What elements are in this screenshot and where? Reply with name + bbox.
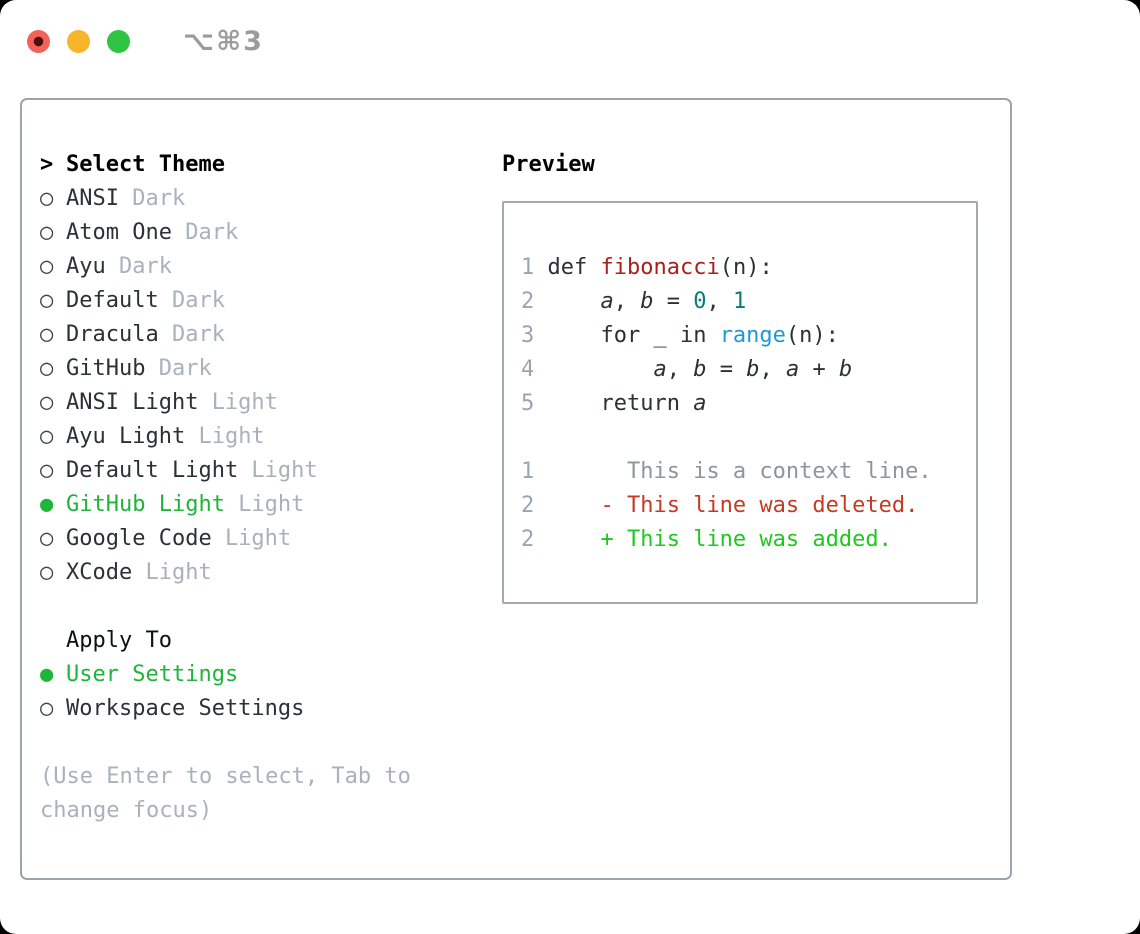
preview-code: 1 def fibonacci(n): 2 a, b = 0, 1 3 for _ … xyxy=(504,203,976,557)
theme-option-ayu[interactable]: ○ Ayu Dark xyxy=(40,250,472,284)
spacer xyxy=(40,726,472,760)
select-theme-header: > Select Theme xyxy=(40,148,472,182)
radio-selected-icon: ● xyxy=(40,492,54,517)
variant-tag: Dark xyxy=(158,356,212,381)
theme-option-default[interactable]: ○ Default Dark xyxy=(40,284,472,318)
radio-icon: ○ xyxy=(40,356,54,381)
theme-option-label: Ayu Light xyxy=(66,424,186,449)
apply-to-header: Apply To xyxy=(40,624,472,658)
theme-option-label: Default xyxy=(66,288,159,313)
variant-tag: Light xyxy=(224,526,292,551)
theme-option-atom-one[interactable]: ○ Atom One Dark xyxy=(40,216,472,250)
window-title: ⌥⌘3 xyxy=(183,26,264,57)
theme-option-label: Dracula xyxy=(66,322,159,347)
radio-icon: ○ xyxy=(40,322,54,347)
select-theme-label: Select Theme xyxy=(66,152,225,177)
preview-header: Preview xyxy=(502,152,595,177)
apply-to-label: Apply To xyxy=(66,628,172,653)
code-line: 2 a, b = 0, 1 xyxy=(521,289,747,314)
radio-selected-icon: ● xyxy=(40,662,54,687)
theme-option-ansi[interactable]: ○ ANSI Dark xyxy=(40,182,472,216)
variant-tag: Dark xyxy=(132,186,186,211)
spacer xyxy=(40,590,472,624)
variant-tag: Light xyxy=(145,560,212,585)
radio-icon: ○ xyxy=(40,526,54,551)
theme-option-label: GitHub Light xyxy=(66,492,225,517)
radio-icon: ○ xyxy=(40,220,54,245)
theme-option-ansi-light[interactable]: ○ ANSI Light Light xyxy=(40,386,472,420)
hint-text: (Use Enter to select, Tab to change focu… xyxy=(40,764,411,823)
variant-tag: Light xyxy=(198,424,265,449)
code-line: 2 + This line was added. xyxy=(521,527,892,552)
theme-option-dracula[interactable]: ○ Dracula Dark xyxy=(40,318,472,352)
window-titlebar: ⌥⌘3 xyxy=(27,26,264,57)
radio-icon: ○ xyxy=(40,424,54,449)
theme-option-github[interactable]: ○ GitHub Dark xyxy=(40,352,472,386)
variant-tag: Light xyxy=(211,390,278,415)
radio-icon: ○ xyxy=(40,186,54,211)
zoom-button[interactable] xyxy=(107,30,130,53)
variant-tag: Dark xyxy=(118,254,172,279)
theme-option-label: Default Light xyxy=(66,458,239,483)
close-button[interactable] xyxy=(27,30,50,53)
variant-tag: Dark xyxy=(185,220,239,245)
apply-option-label: User Settings xyxy=(66,662,239,687)
apply-option-workspace-settings[interactable]: ○ Workspace Settings xyxy=(40,692,472,726)
theme-option-google-code[interactable]: ○ Google Code Light xyxy=(40,522,472,556)
theme-option-label: Google Code xyxy=(66,526,212,551)
code-line: 1 This is a context line. xyxy=(521,459,932,484)
code-line: 3 for _ in range(n): xyxy=(521,323,839,348)
code-line: 4 a, b = b, a + b xyxy=(521,357,853,382)
theme-option-label: ANSI Light xyxy=(66,390,199,415)
radio-icon: ○ xyxy=(40,696,54,721)
variant-tag: Light xyxy=(238,492,305,517)
code-line: 2 - This line was deleted. xyxy=(521,493,919,518)
theme-option-label: XCode xyxy=(66,560,133,585)
code-line: 5 return a xyxy=(521,391,707,416)
minimize-button[interactable] xyxy=(67,30,90,53)
variant-tag: Dark xyxy=(171,322,225,347)
radio-icon: ○ xyxy=(40,390,54,415)
theme-option-github-light[interactable]: ● GitHub Light Light xyxy=(40,488,472,522)
preview-column: Preview 1 def fibonacci(n): 2 a, b = 0, 1… xyxy=(502,148,978,604)
variant-tag: Light xyxy=(251,458,318,483)
theme-option-default-light[interactable]: ○ Default Light Light xyxy=(40,454,472,488)
theme-option-label: GitHub xyxy=(66,356,146,381)
caret-icon: > xyxy=(40,152,54,177)
theme-option-label: Atom One xyxy=(66,220,172,245)
theme-option-label: ANSI xyxy=(66,186,119,211)
radio-icon: ○ xyxy=(40,458,54,483)
radio-icon: ○ xyxy=(40,254,54,279)
apply-option-label: Workspace Settings xyxy=(66,696,305,721)
radio-icon: ○ xyxy=(40,560,54,585)
theme-option-xcode[interactable]: ○ XCode Light xyxy=(40,556,472,590)
preview-box: 1 def fibonacci(n): 2 a, b = 0, 1 3 for _ … xyxy=(502,201,978,604)
radio-icon: ○ xyxy=(40,288,54,313)
variant-tag: Dark xyxy=(171,288,225,313)
apply-option-user-settings[interactable]: ● User Settings xyxy=(40,658,472,692)
theme-option-label: Ayu xyxy=(66,254,106,279)
apply-to-list: ● User Settings ○ Workspace Settings xyxy=(40,658,472,726)
theme-option-ayu-light[interactable]: ○ Ayu Light Light xyxy=(40,420,472,454)
code-line: 1 def fibonacci(n): xyxy=(521,255,773,280)
code-line xyxy=(521,421,976,455)
